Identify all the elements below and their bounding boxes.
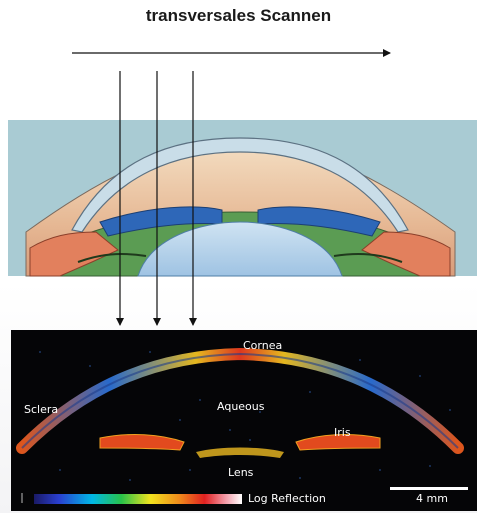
scan-arrows xyxy=(0,0,477,513)
